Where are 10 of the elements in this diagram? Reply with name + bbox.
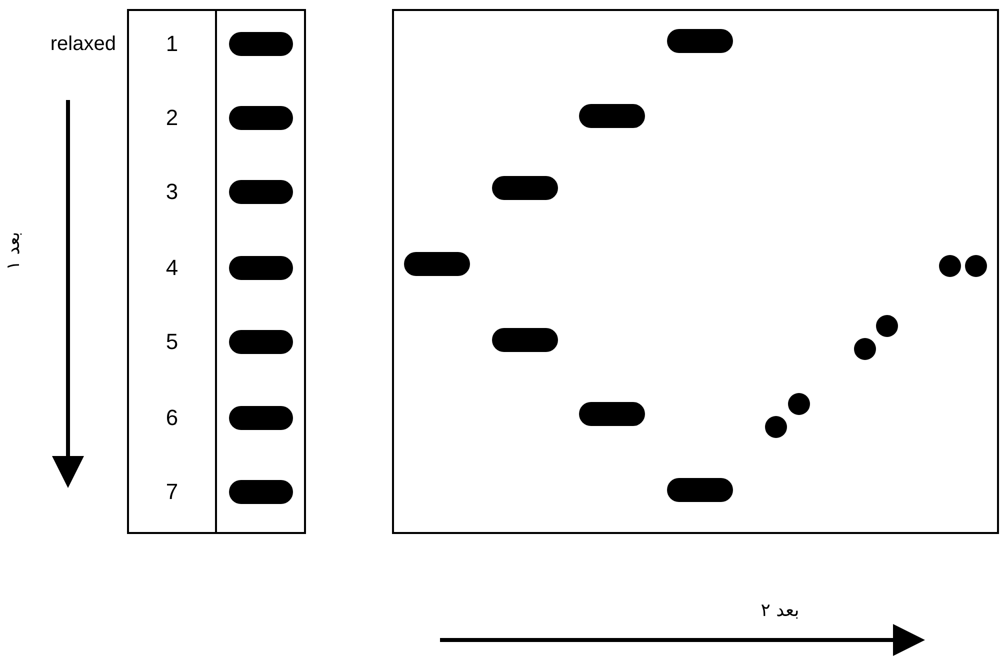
lane-number: 7 [164,481,180,503]
lane-number: 1 [164,33,180,55]
axis-label: بعد ٢ [760,602,800,620]
lane-number: 3 [164,181,180,203]
lane-number: 4 [164,257,180,279]
axis-label: بعد ١ [5,230,23,272]
lane-number: 6 [164,407,180,429]
lane-number: 2 [164,107,180,129]
lane-number: 5 [164,331,180,353]
lane-label: relaxed [50,34,116,54]
